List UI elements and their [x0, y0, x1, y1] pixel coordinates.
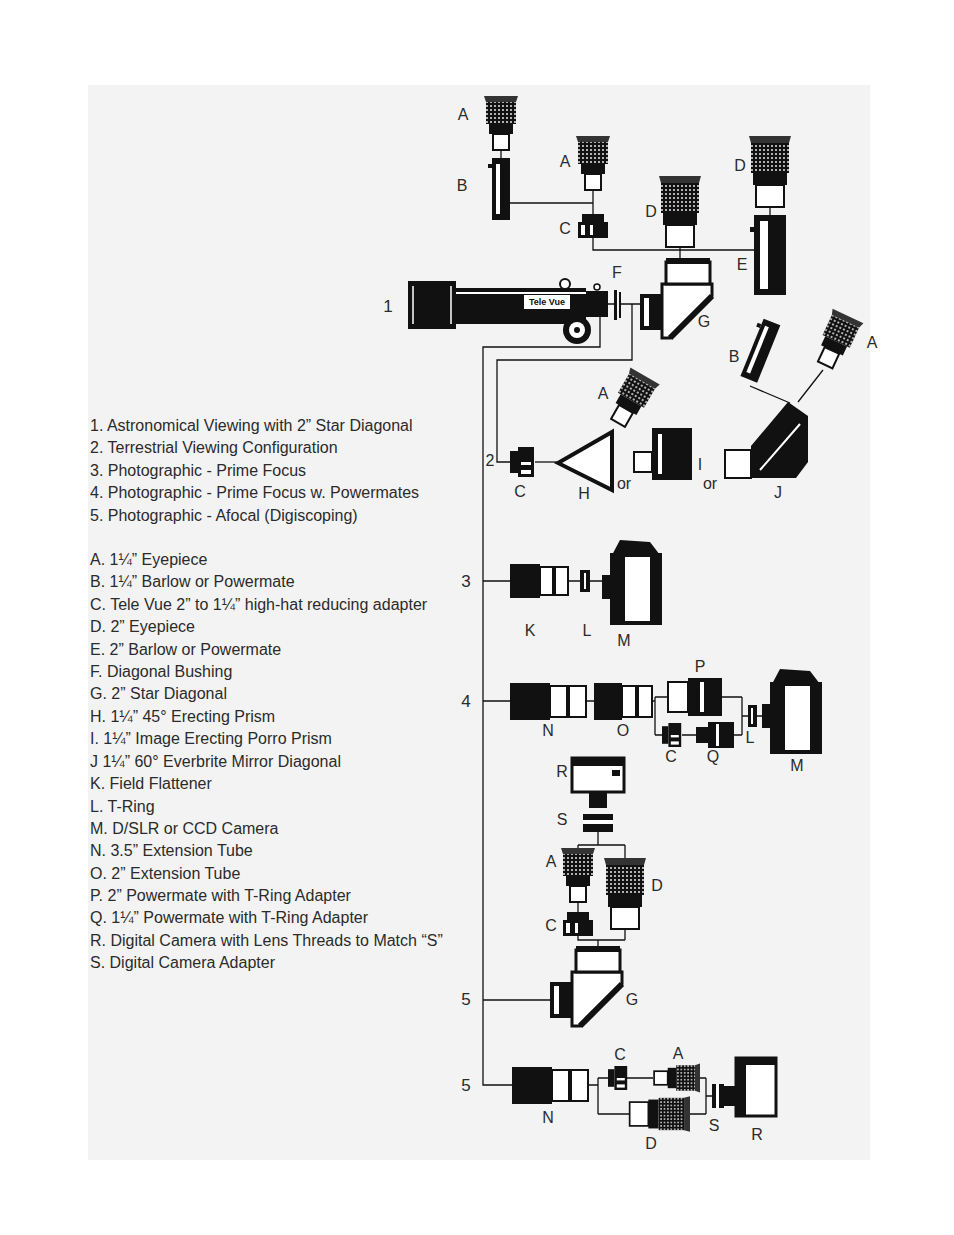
key-entry: K. Field Flattener — [90, 776, 212, 792]
key-entry: R. Digital Camera with Lens Threads to M… — [90, 933, 443, 949]
part-letter: F — [612, 265, 622, 281]
key-entry: D. 2” Eyepiece — [90, 619, 195, 635]
part-letter: C — [514, 484, 526, 500]
part-letter: N — [542, 723, 554, 739]
part-letter: C — [665, 749, 677, 765]
part-letter: C — [545, 918, 557, 934]
part-letter: A — [673, 1046, 684, 1062]
part-letter: H — [578, 486, 590, 502]
part-letter: A — [598, 386, 609, 402]
mirror-diagonal — [725, 402, 808, 478]
ground-panel — [88, 85, 870, 1160]
part-letter: R — [751, 1127, 763, 1143]
porro-prism — [634, 428, 692, 480]
part-letter: B — [457, 178, 468, 194]
callout-number: 2 — [486, 453, 495, 469]
key-entry: 1. Astronomical Viewing with 2” Star Dia… — [90, 418, 413, 434]
part-letter: S — [557, 812, 568, 828]
part-letter: A — [458, 107, 469, 123]
key-entry: F. Diagonal Bushing — [90, 664, 232, 680]
callout-number: 4 — [461, 693, 470, 710]
key-entry: A. 1¼” Eyepiece — [90, 552, 207, 568]
part-letter: Q — [707, 749, 719, 765]
part-letter: K — [525, 623, 536, 639]
diagonal-bushing — [614, 290, 621, 320]
callout-number: 5 — [461, 1077, 470, 1094]
part-letter: C — [614, 1047, 626, 1063]
key-entry: Q. 1¼” Powermate with T-Ring Adapter — [90, 910, 368, 926]
part-letter: L — [746, 730, 755, 746]
part-letter: E — [737, 257, 748, 273]
part-letter: C — [559, 221, 571, 237]
part-letter: L — [583, 623, 592, 639]
part-letter: D — [645, 204, 657, 220]
key-entry: M. D/SLR or CCD Camera — [90, 821, 278, 837]
extension-tube — [510, 683, 652, 720]
part-letter: J — [774, 485, 782, 501]
part-letter: D — [734, 158, 746, 174]
part-letter: N — [542, 1110, 554, 1126]
powermate-small — [696, 722, 734, 748]
key-entry: E. 2” Barlow or Powermate — [90, 642, 281, 658]
key-entry: N. 3.5” Extension Tube — [90, 843, 253, 859]
t-ring — [748, 705, 757, 727]
part-letter: D — [645, 1136, 657, 1152]
field-flattener — [510, 564, 568, 598]
part-letter: S — [709, 1118, 720, 1134]
key-entry: 3. Photographic - Prime Focus — [90, 463, 306, 479]
part-letter: G — [698, 314, 710, 330]
callout-number: 1 — [383, 298, 392, 315]
brand-label: Tele Vue — [529, 298, 565, 307]
erecting-prism — [558, 432, 612, 490]
part-letter: D — [651, 878, 663, 894]
key-entry: H. 1¼” 45° Erecting Prism — [90, 709, 275, 725]
key-entry: 4. Photographic - Prime Focus w. Powerma… — [90, 485, 419, 501]
part-letter: O — [617, 723, 629, 739]
part-letter: A — [560, 154, 571, 170]
key-entry: P. 2” Powermate with T-Ring Adapter — [90, 888, 351, 904]
key-entry: B. 1¼” Barlow or Powermate — [90, 574, 295, 590]
leader-lines — [483, 151, 823, 1114]
part-letter: A — [546, 854, 557, 870]
key-entry: 5. Photographic - Afocal (Digiscoping) — [90, 508, 358, 524]
key-entry: I. 1¼” Image Erecting Porro Prism — [90, 731, 332, 747]
key-entry: J 1¼” 60° Everbrite Mirror Diagonal — [90, 754, 341, 770]
refractor-telescope — [408, 279, 608, 344]
part-letter: M — [790, 758, 803, 774]
camera-adapter — [712, 1084, 724, 1108]
key-entry: S. Digital Camera Adapter — [90, 955, 275, 971]
t-ring — [580, 570, 590, 592]
powermate-large — [668, 678, 722, 716]
part-letter: B — [729, 349, 740, 365]
part-letter: A — [867, 335, 878, 351]
key-entry: 2. Terrestrial Viewing Configuration — [90, 440, 338, 456]
part-letter: or — [617, 476, 631, 492]
part-letter: G — [626, 992, 638, 1008]
extension-tube — [512, 1067, 588, 1104]
callout-number: 5 — [461, 991, 470, 1008]
key-entry: O. 2” Extension Tube — [90, 866, 240, 882]
part-letter: M — [617, 633, 630, 649]
part-letter: P — [695, 659, 706, 675]
part-letter: R — [556, 764, 568, 780]
part-letter: I — [698, 457, 702, 473]
key-entry: G. 2” Star Diagonal — [90, 686, 227, 702]
key-entry: C. Tele Vue 2” to 1¼” high-hat reducing … — [90, 597, 427, 613]
part-letter: or — [703, 476, 717, 492]
key-entry: L. T-Ring — [90, 799, 155, 815]
digital-camera — [572, 758, 624, 808]
camera-adapter — [583, 814, 613, 832]
callout-number: 3 — [461, 573, 470, 590]
digital-camera — [724, 1058, 776, 1116]
